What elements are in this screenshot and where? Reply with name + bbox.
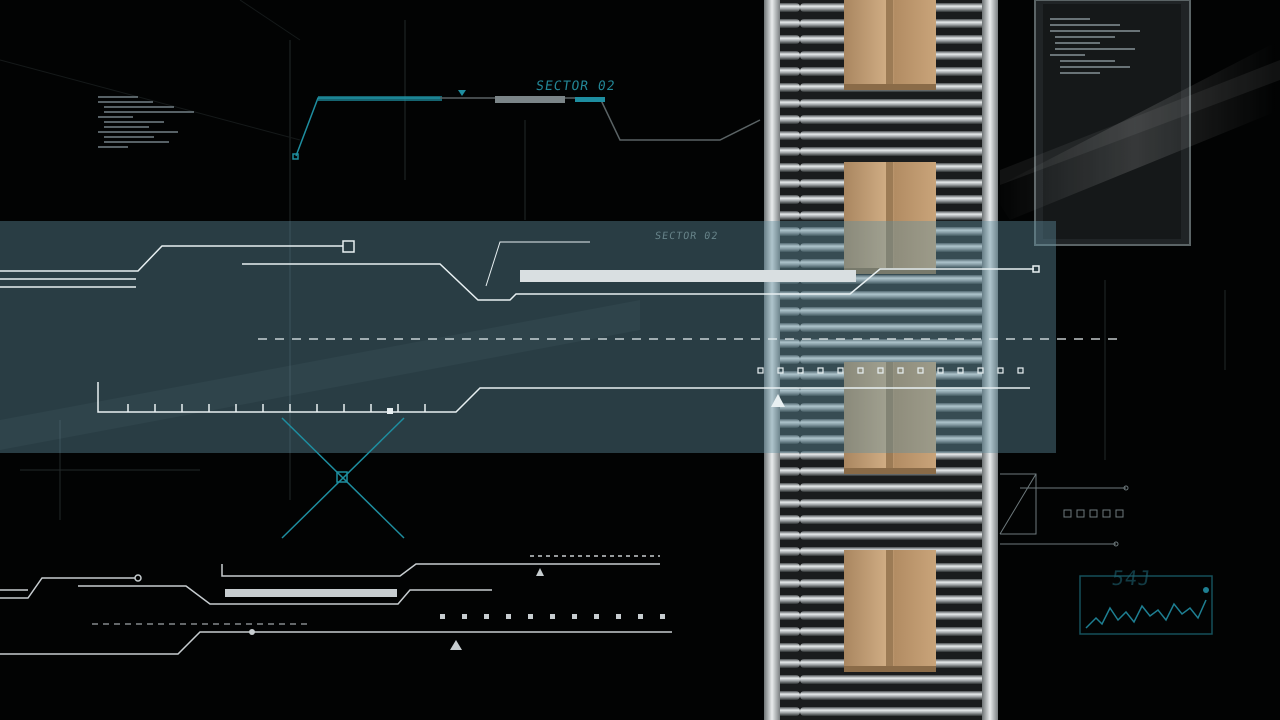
- circuit-bottom-right: [999, 473, 1129, 547]
- box-1: [844, 0, 936, 90]
- square-dot-row: [757, 367, 1024, 374]
- box-3: [844, 362, 936, 474]
- circuit-bottom-left: [0, 555, 672, 655]
- box-4: [844, 550, 936, 672]
- sector-label-top: SECTOR 02: [534, 79, 617, 94]
- band-hud-lines: [0, 240, 1125, 413]
- cardboard-boxes: [844, 0, 936, 672]
- crosshair-x: [281, 417, 405, 539]
- code-block-left: [98, 96, 194, 148]
- sector-label-band: SECTOR 02: [654, 231, 719, 242]
- bottom-left-dots: [440, 614, 665, 619]
- band-ruler: [127, 404, 426, 414]
- mini-graph-panel: [1079, 575, 1213, 635]
- panel-label: 54J: [1110, 566, 1153, 590]
- background-grid: [0, 0, 1226, 520]
- circuit-top-left: [292, 90, 761, 160]
- box-2: [844, 162, 936, 274]
- hud-band: [0, 221, 1056, 453]
